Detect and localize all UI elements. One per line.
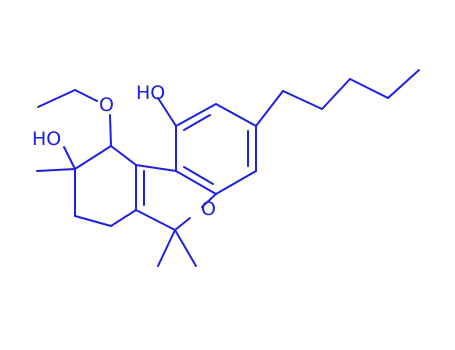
bond-lines (36, 69, 420, 267)
pyran-bond (135, 209, 176, 231)
aromatic-bond (175, 103, 217, 127)
ring-bond (74, 215, 112, 227)
aromatic-inner-bond (183, 114, 211, 131)
hydroxyl-bond (63, 146, 76, 170)
hydroxyl-label-left: HO (32, 128, 61, 150)
methyl-bond (157, 229, 176, 267)
ring-bond (110, 209, 137, 227)
methyl-bond (174, 229, 197, 267)
aromatic-bond (215, 103, 257, 127)
pentyl-bond (321, 78, 351, 110)
hydroxyl-bond (157, 97, 177, 127)
ethyl-bond (37, 89, 76, 108)
pentyl-bond (282, 90, 323, 110)
aromatic-inner-bond (183, 166, 214, 185)
pyran-bond (201, 193, 217, 208)
methyl-bond (36, 168, 76, 172)
ethyl-bond (74, 89, 98, 102)
ether-oxygen-label: O (99, 94, 114, 116)
aromatic-bond (215, 170, 257, 195)
hydroxyl-label-top: HO (136, 82, 165, 104)
pentyl-bond (387, 69, 420, 99)
aromatic-bond (175, 170, 217, 195)
pentyl-bond (255, 90, 284, 127)
pentyl-bond (349, 78, 389, 99)
pyran-bond (174, 217, 191, 231)
ether-bond (109, 114, 112, 147)
ring-oxygen-label: O (201, 198, 216, 220)
ring-bond (110, 145, 137, 166)
pyran-bond (135, 164, 177, 172)
ring-bond (74, 145, 112, 170)
